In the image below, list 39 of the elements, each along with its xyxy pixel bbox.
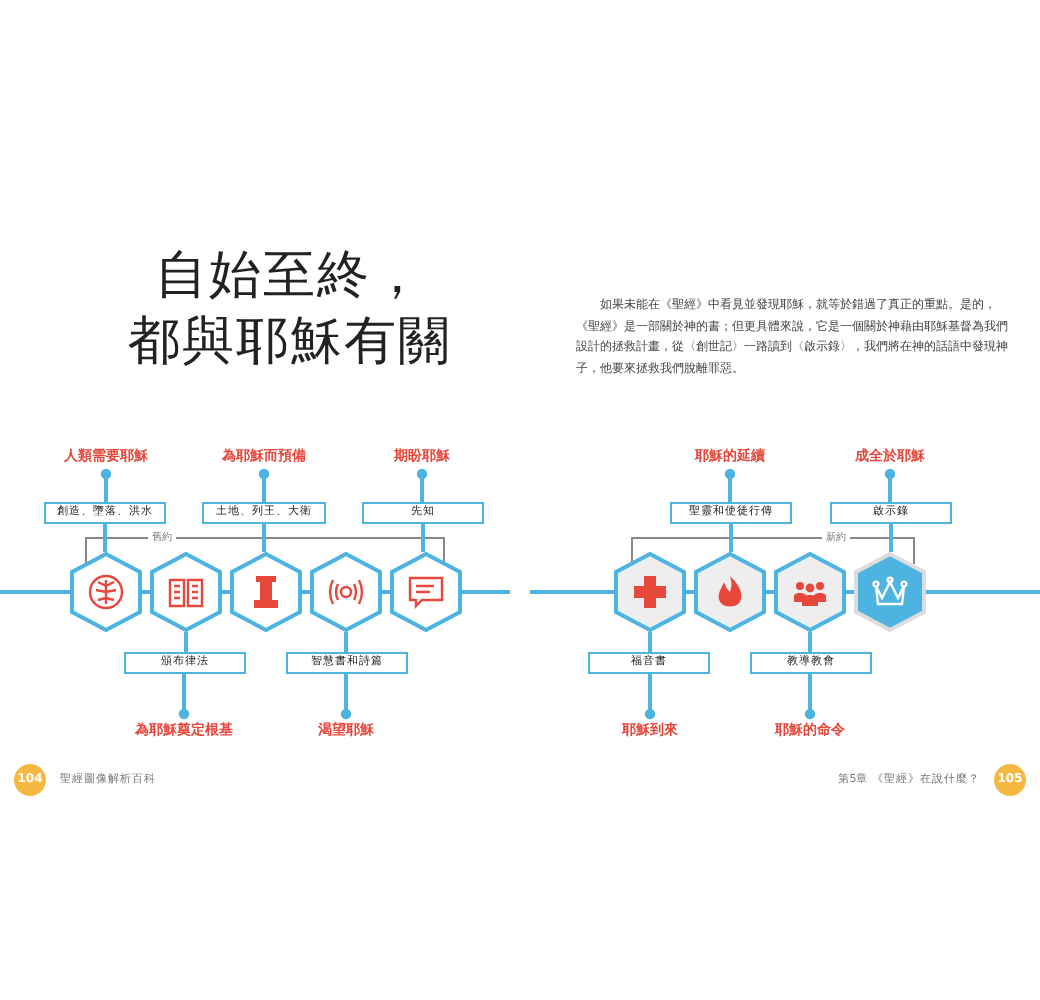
hexagon-badge [854,552,926,632]
connector-line [530,590,614,594]
connector-line [846,590,854,594]
hexagon-badge [70,552,142,632]
connector-line [222,590,230,594]
hexagon-badge [310,552,382,632]
connector-line [766,590,774,594]
connector-line [302,590,310,594]
hexagon-badge [694,552,766,632]
connector-line [686,590,694,594]
connector-line [808,632,812,652]
connector-line [103,524,107,552]
dot-connector [100,468,112,502]
hexagon-badge [390,552,462,632]
dot-connector [178,674,190,720]
connector-line [344,632,348,652]
connector-line [889,524,893,552]
dot-connector [884,468,896,502]
connector-line [421,524,425,552]
connector-line [462,590,510,594]
dot-connector [340,674,352,720]
connector-line [382,590,390,594]
connector-line [262,524,266,552]
dot-connector [804,674,816,720]
dot-connector [258,468,270,502]
hexagon-badge [150,552,222,632]
hexagon-badge [230,552,302,632]
dot-connector [724,468,736,502]
connector-line [0,590,70,594]
connector-line [926,590,1040,594]
title: 自始至終，都與耶穌有關 [126,244,454,376]
connector-line [142,590,150,594]
connector-line [184,632,188,652]
connector-line [648,632,652,652]
connector-line [729,524,733,552]
hexagon-badge [774,552,846,632]
dot-connector [644,674,656,720]
hexagon-badge [614,552,686,632]
dot-connector [416,468,428,502]
